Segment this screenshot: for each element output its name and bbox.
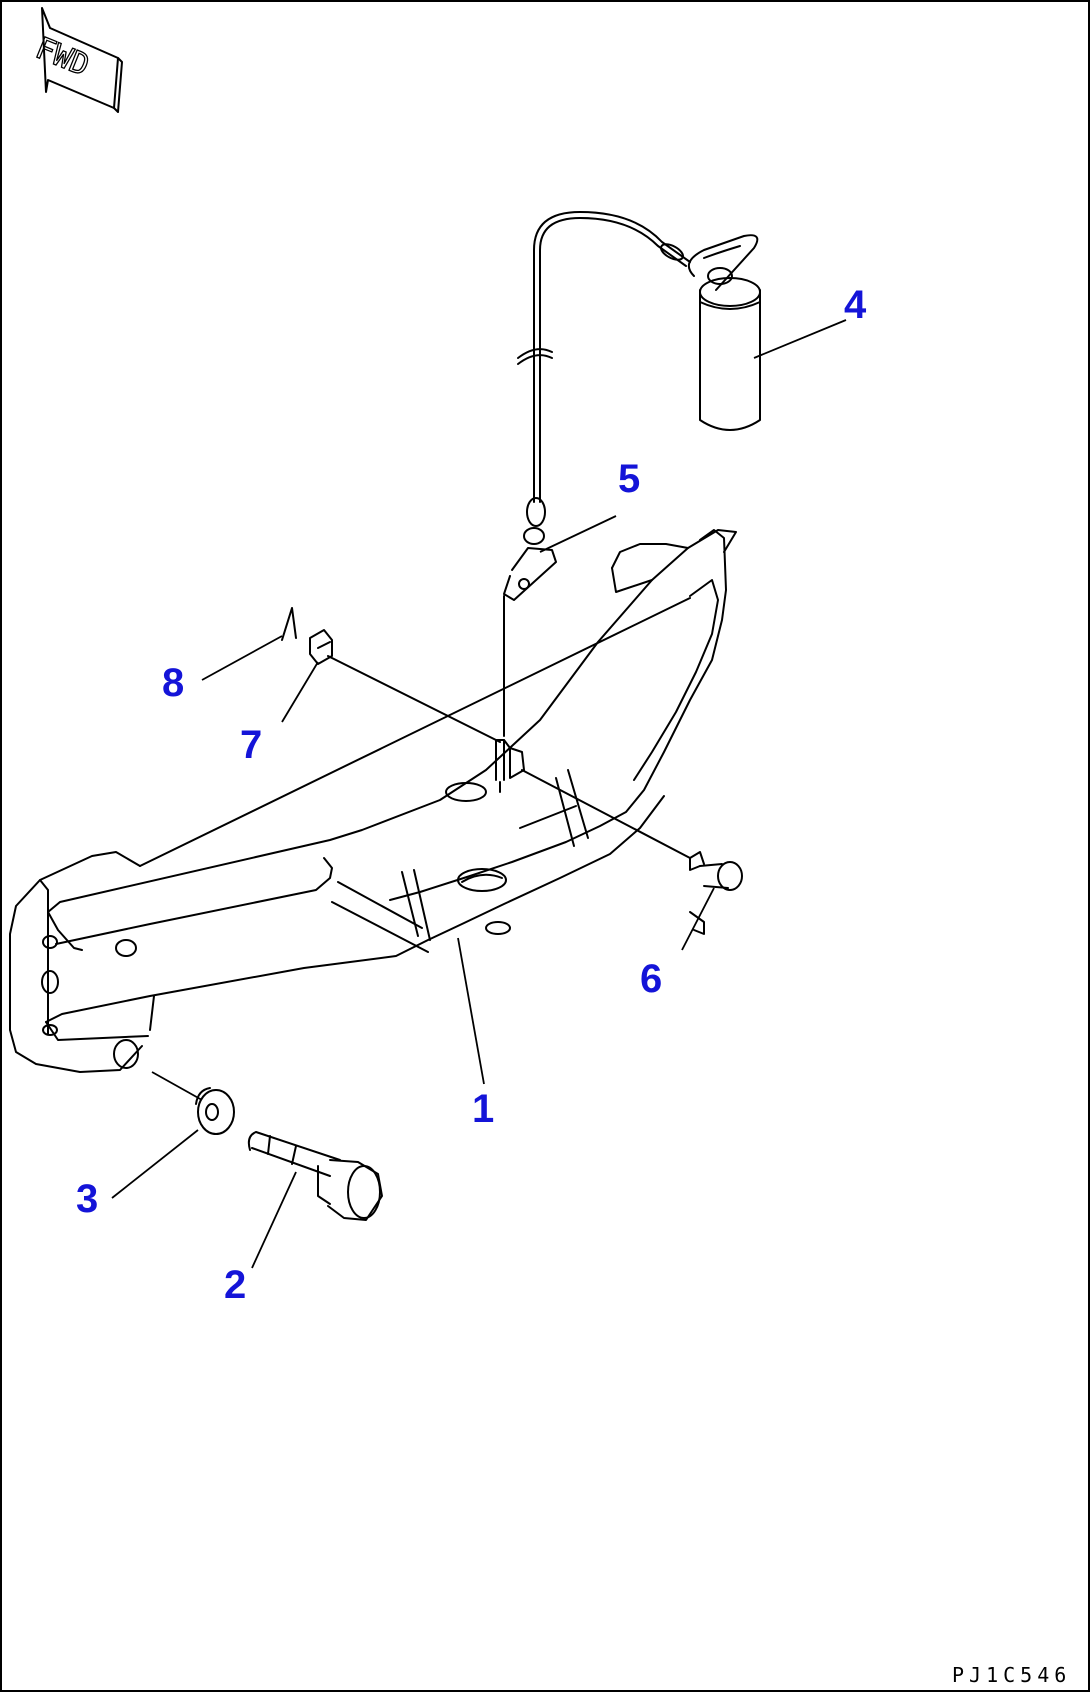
leader-lines	[111, 319, 847, 1269]
part-1-frame	[9, 529, 737, 1073]
part-7-nut	[309, 629, 333, 665]
callout-8: 8	[162, 661, 184, 705]
part-5-wire	[503, 211, 691, 737]
part-4-ring-pin	[687, 234, 761, 431]
fwd-arrow-icon: FWD	[30, 7, 123, 113]
part-8-cotter-pin	[281, 607, 297, 641]
callout-5: 5	[618, 457, 640, 501]
part-6-bolt	[689, 851, 743, 935]
callout-7: 7	[240, 723, 262, 767]
callout-2: 2	[224, 1263, 246, 1307]
callout-3: 3	[76, 1177, 98, 1221]
part-3-washer	[195, 1087, 235, 1135]
drawing-code: PJ1C546	[952, 1663, 1071, 1687]
fwd-label: FWD	[31, 31, 94, 84]
part-2-pin	[247, 1131, 383, 1221]
callout-1: 1	[472, 1087, 494, 1131]
callout-6: 6	[640, 957, 662, 1001]
callout-4: 4	[844, 283, 867, 327]
